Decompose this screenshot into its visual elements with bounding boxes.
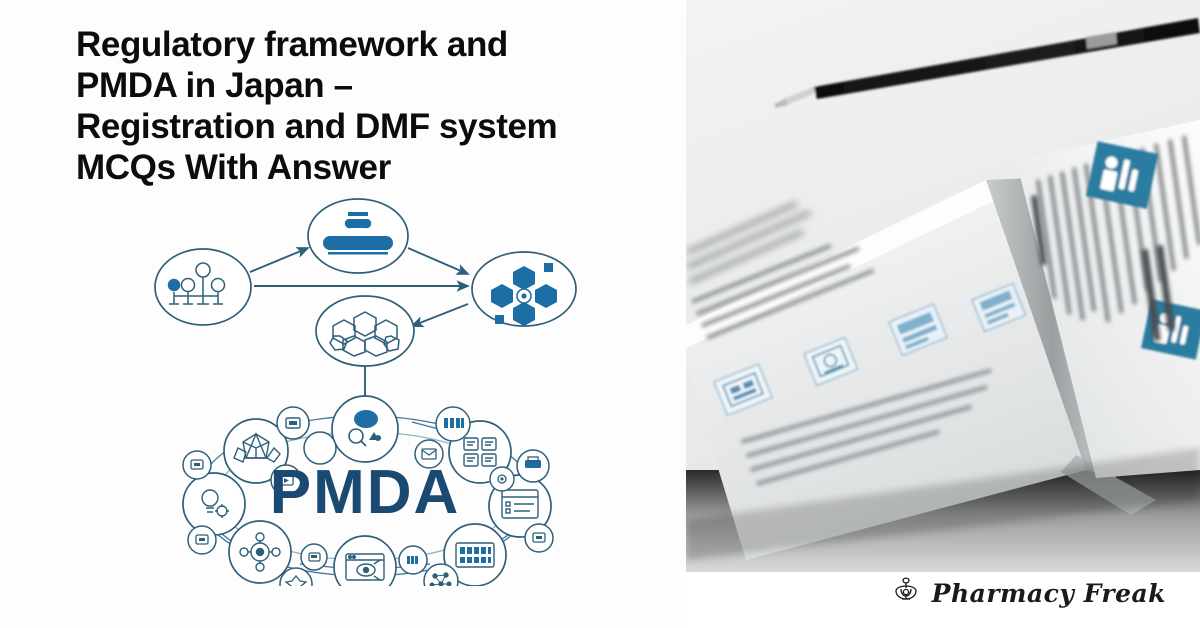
crystal-icon [284,574,308,586]
node-network-filled [471,251,577,327]
book-left-page [686,180,1086,560]
printer-icon [525,456,541,468]
ring-node-badge-center [300,543,328,571]
pin-small-icon [532,532,546,543]
ring-node-bulb-gear [182,472,246,536]
title-line-3: Registration and DMF system [76,107,558,146]
ring-node-share [228,520,292,584]
ring-node-mail [414,439,444,469]
bulb-gear-icon [201,489,229,518]
pen [774,18,1200,108]
tag-small-icon [308,552,321,562]
tag-small-icon [195,534,209,545]
ring-node-keyboard [443,523,507,586]
brand-watermark: Pharmacy Freak [890,575,1166,612]
mortar-and-pestle-logo [890,575,922,612]
ring-node-printer [516,449,550,483]
chart-window-icon [345,553,385,581]
arrow-left-to-top [249,247,310,273]
pmda-wordmark: PMDA [270,458,461,527]
title-line-2: PMDA in Japan – [76,66,353,105]
arrow-right-to-bottom [410,303,469,328]
crystal-icon [233,432,281,463]
ring-node-badge-left [182,450,212,480]
open-textbook-with-pen-photo [686,0,1200,572]
title-line-1: Regulatory framework and [76,25,508,64]
ring-satellites [182,406,554,586]
left-content-panel: Regulatory framework and PMDA in Japan –… [76,24,676,586]
node-hexcluster [315,295,415,367]
documents-icon [463,437,497,467]
calculator-icon [444,418,464,428]
flow-arrows [249,247,470,416]
book-shadow [686,448,1200,560]
audience-group-filled-icon [323,212,393,255]
checklist-icon [501,489,539,519]
ring-node-user-search [331,395,399,463]
play-small-icon [278,474,294,486]
ring-node-crystal [223,418,289,484]
gear-small-icon [497,474,507,484]
arrow-top-to-right [407,247,470,275]
share-nodes-icon [239,532,281,572]
molecule-dots-icon [429,572,452,586]
tag-small-icon [285,417,301,429]
ring-node-chart-window [333,535,397,586]
people-group-outline-icon [167,262,226,305]
title-line-4: MCQs With Answer [76,148,391,187]
ring-node-blank [303,431,337,465]
hexagon-cluster-outline-icon [329,311,400,357]
pmda-ring: PMDA [182,395,554,586]
calculator-icon [407,556,418,564]
ring-node-calculator [435,406,471,442]
page-title: Regulatory framework and PMDA in Japan –… [76,24,676,188]
ring-node-pin [524,523,554,553]
ring-node-gear [489,466,515,492]
pmda-process-diagram: PMDA [150,186,610,586]
brand-name: Pharmacy Freak [931,579,1166,608]
ring-node-badge-bottom [398,545,428,575]
ring-node-star [279,567,313,586]
node-stakeholders [154,248,252,326]
hexagon-network-filled-icon [491,263,557,326]
left-page-text-lower [686,201,812,285]
right-page-blue-icon-upper [1086,141,1159,209]
left-page-paragraph [741,368,993,486]
tag-small-icon [190,459,204,470]
ring-node-badge-lower-left [187,525,217,555]
node-committee [307,198,409,274]
ring-node-play [270,464,302,496]
mail-small-icon [421,448,437,460]
book-right-page [1016,120,1200,478]
ring-node-tag [276,406,310,440]
ring-node-molecule-dots [423,563,459,586]
user-search-icon [348,410,381,447]
keyboard-icon [455,542,495,568]
right-page-heading [1031,195,1175,342]
left-page-text [691,243,875,340]
left-page-icons [712,282,1027,417]
